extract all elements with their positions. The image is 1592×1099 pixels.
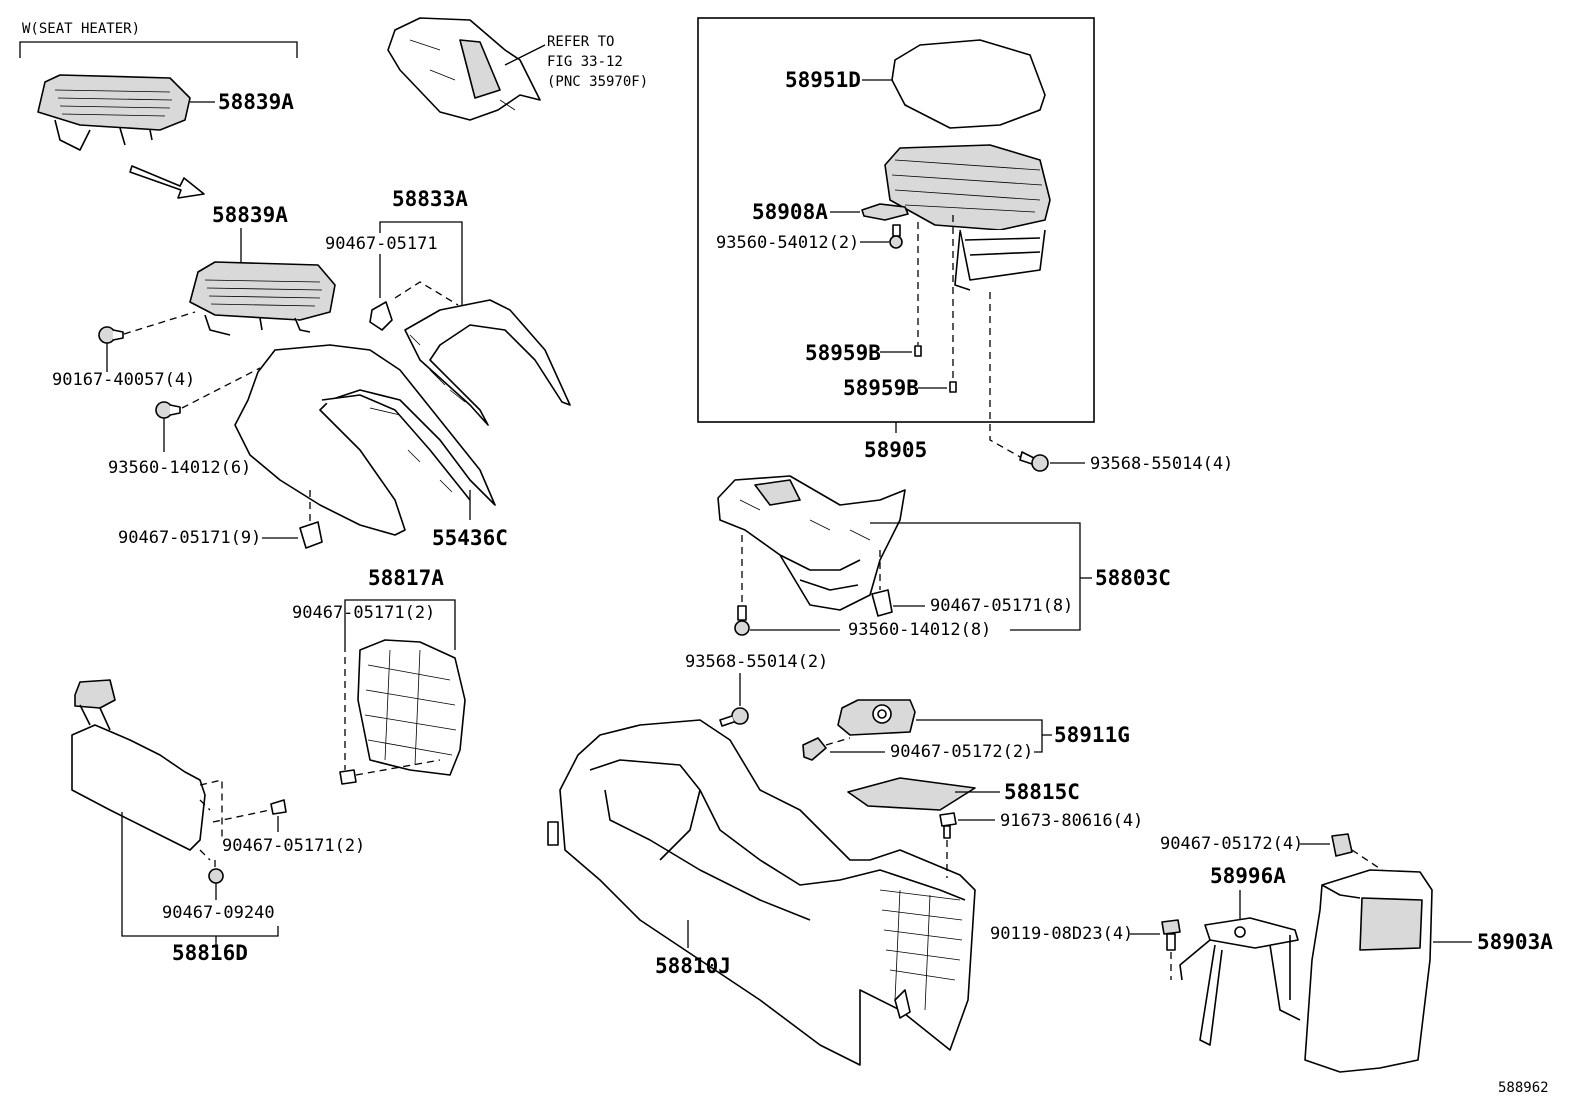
label-90467-05171-2a: 90467-05171(2) [292, 603, 435, 623]
label-93568-55014-4: 93568-55014(4) [1090, 454, 1233, 474]
clip-90467-05172-4-icon[interactable] [1331, 833, 1353, 857]
label-58903A: 58903A [1477, 930, 1553, 954]
label-58996A: 58996A [1210, 864, 1286, 888]
screw-58959B-b-icon[interactable] [949, 381, 957, 393]
label-91673-80616: 91673-80616(4) [1000, 811, 1143, 831]
label-93560-14012-8: 93560-14012(8) [848, 620, 991, 640]
screw-58959B-a-icon[interactable] [914, 345, 922, 357]
label-90467-05171-a: 90467-05171 [325, 234, 438, 254]
label-90119-08D23: 90119-08D23(4) [990, 924, 1133, 944]
bolt-93568-55014-2-icon[interactable] [719, 707, 749, 727]
label-58911G: 58911G [1054, 723, 1130, 747]
console-lid-base[interactable] [884, 144, 1051, 291]
label-58908A: 58908A [752, 200, 828, 224]
label-55436C: 55436C [432, 526, 508, 550]
label-58905: 58905 [864, 438, 927, 462]
part-58817A[interactable] [357, 639, 466, 776]
bolt-90119-08D23-icon[interactable] [1161, 919, 1181, 951]
part-58839A[interactable] [189, 261, 336, 336]
clip-90467-05171-a-icon[interactable] [369, 301, 393, 331]
figure-code: 588962 [1498, 1080, 1549, 1096]
clip-90167-40057-icon[interactable] [98, 326, 124, 344]
part-58803C[interactable] [717, 475, 906, 611]
part-58996A[interactable] [1179, 917, 1301, 1046]
label-90467-05172-4: 90467-05172(4) [1160, 834, 1303, 854]
label-58816D: 58816D [172, 941, 248, 965]
refer-line-3: (PNC 35970F) [547, 74, 648, 90]
screw-93560-54012-icon[interactable] [889, 224, 903, 249]
direction-arrow-icon [129, 165, 205, 199]
label-58815C: 58815C [1004, 780, 1080, 804]
seat-heater-note: W(SEAT HEATER) [19, 21, 298, 58]
label-90467-05171-2b: 90467-05171(2) [222, 836, 365, 856]
part-58951D[interactable] [891, 39, 1046, 129]
label-58833A: 58833A [392, 187, 468, 211]
label-58803C: 58803C [1095, 566, 1171, 590]
bolt-93568-55014-4-icon[interactable] [1019, 451, 1049, 472]
part-58911G[interactable] [837, 699, 916, 736]
seat-heater-label: W(SEAT HEATER) [22, 21, 140, 37]
clip-90467-05171-2b-icon[interactable] [270, 799, 287, 815]
label-58959B-a: 58959B [805, 341, 881, 365]
part-58908A[interactable] [861, 203, 909, 221]
part-58810J[interactable] [547, 719, 976, 1066]
label-58959B-b: 58959B [843, 376, 919, 400]
label-93568-55014-2: 93568-55014(2) [685, 652, 828, 672]
screw-91673-80616-icon[interactable] [939, 812, 957, 839]
shift-boot-assembly[interactable] [387, 17, 541, 121]
label-58839A: 58839A [212, 203, 288, 227]
label-93560-14012-6: 93560-14012(6) [108, 458, 251, 478]
label-90467-05171-8: 90467-05171(8) [930, 596, 1073, 616]
label-90167-40057: 90167-40057(4) [52, 370, 195, 390]
refer-line-2: FIG 33-12 [547, 54, 623, 70]
part-58903A[interactable] [1304, 869, 1433, 1073]
label-58839A-top: 58839A [218, 90, 294, 114]
clip-90467-09240-icon[interactable] [208, 868, 224, 884]
part-58839A-upper[interactable] [37, 74, 191, 151]
clip-90467-05171-8-icon[interactable] [871, 589, 893, 617]
part-58815C[interactable] [847, 777, 976, 811]
clip-90467-05172-2-icon[interactable] [802, 737, 827, 761]
part-58833A[interactable] [404, 299, 571, 426]
label-58810J: 58810J [655, 954, 731, 978]
screw-93560-14012-8-icon[interactable] [734, 605, 750, 636]
refer-line-1: REFER TO [547, 34, 614, 50]
bolt-93560-14012-6-icon[interactable] [155, 401, 181, 419]
clip-90467-05171-9-icon[interactable] [299, 521, 323, 549]
label-58817A: 58817A [368, 566, 444, 590]
part-55436C[interactable] [234, 344, 496, 536]
label-90467-05172-2: 90467-05172(2) [890, 742, 1033, 762]
label-90467-09240: 90467-09240 [162, 903, 275, 923]
clip-58817A-icon[interactable] [339, 769, 357, 785]
label-58951D: 58951D [785, 68, 861, 92]
label-90467-05171-9: 90467-05171(9) [118, 528, 261, 548]
part-58816D[interactable] [71, 679, 206, 851]
label-93560-54012: 93560-54012(2) [716, 233, 859, 253]
